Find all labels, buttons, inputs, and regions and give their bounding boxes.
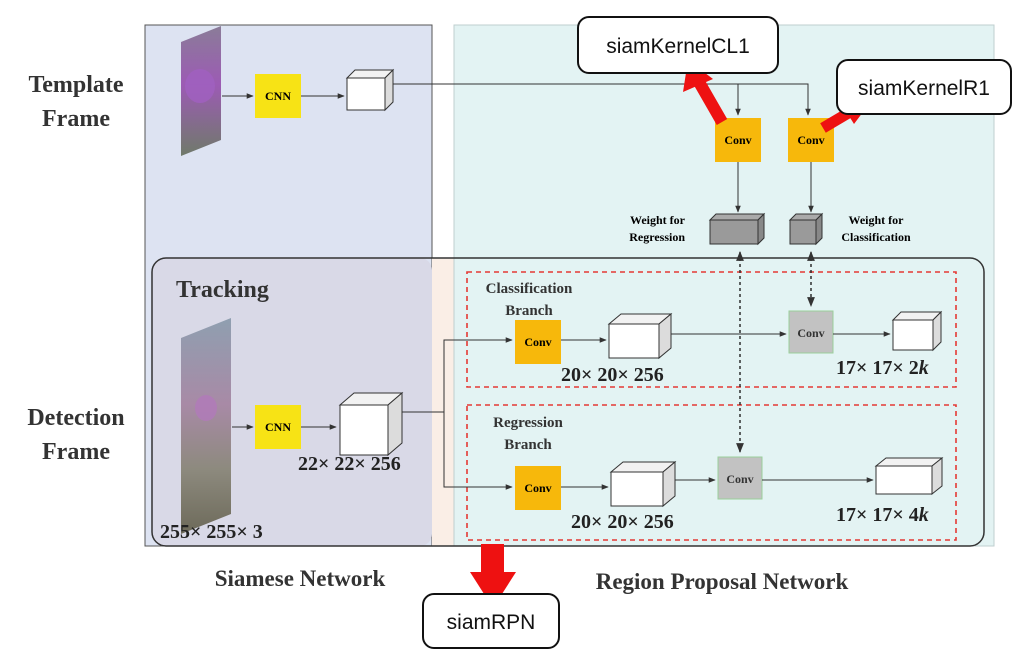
regression-branch-title-line1: Regression [493, 415, 563, 431]
conv-reg-gray-label: Conv [726, 472, 753, 486]
conv-cls-branch-box [515, 320, 561, 364]
weight-reg-block [708, 212, 766, 246]
conv-cls-branch-label: Conv [524, 335, 551, 349]
overlap-strip [432, 258, 454, 546]
cnn-top-box [255, 74, 301, 118]
callout-rpn-text: siamRPN [447, 611, 536, 634]
cnn-top-label: CNN [265, 89, 291, 103]
classification-branch-title-line1: Classification [486, 281, 573, 297]
tracking-box [151, 257, 985, 547]
conv-reg-kernel-box [715, 118, 761, 162]
template-frame-label-line1: Template [28, 72, 123, 98]
arrow-feature-to-reg-branch [443, 412, 513, 490]
detection-frame-label-line2: Frame [42, 439, 110, 465]
weight-reg-label-line2: Regression [629, 230, 685, 244]
weight-reg-label-line1: Weight for [630, 213, 686, 227]
callout-kernel-cl-box [577, 16, 779, 74]
dim-cls-out-label: 17× 17× 2k [836, 357, 929, 379]
siamese-network-title: Siamese Network [215, 566, 386, 591]
rpn-title: Region Proposal Network [596, 569, 849, 594]
reg-out-cube [874, 456, 944, 496]
template-frame-label-line2: Frame [42, 106, 110, 132]
cnn-bottom-label: CNN [265, 420, 291, 434]
classification-branch-box [466, 271, 957, 388]
cnn-bottom-box [255, 405, 301, 449]
dim-reg-mid-label: 20× 20× 256 [571, 511, 674, 533]
callout-kernel-r-text: siamKernelR1 [858, 77, 990, 100]
cls-out-cube [891, 310, 943, 352]
callout-kernel-cl-text: siamKernelCL1 [606, 35, 750, 58]
conv-cls-gray-box [788, 310, 834, 354]
dim-input-label: 255× 255× 3 [160, 521, 263, 543]
dim-feature-label: 22× 22× 256 [298, 453, 401, 475]
line-template-to-conv-cls [393, 83, 811, 116]
classification-branch-title-line2: Branch [505, 303, 553, 319]
callout-rpn-box [422, 593, 560, 649]
arrow-feature-to-cls-branch [402, 337, 513, 413]
conv-cls-kernel-label: Conv [797, 133, 824, 147]
regression-branch-box [466, 404, 957, 541]
weight-cls-block [788, 212, 824, 246]
callout-kernel-r-box [836, 59, 1012, 115]
conv-cls-gray-label: Conv [797, 326, 824, 340]
dim-cls-mid-label: 20× 20× 256 [561, 364, 664, 386]
template-feature-cube [345, 68, 395, 112]
conv-reg-branch-box [515, 466, 561, 510]
detection-frame-label-line1: Detection [27, 405, 124, 431]
detection-feature-cube [338, 391, 404, 457]
conv-reg-branch-label: Conv [524, 481, 551, 495]
tracking-label: Tracking [176, 277, 269, 303]
detection-frame-image [181, 318, 231, 534]
conv-reg-gray-box [717, 456, 763, 500]
reg-mid-cube [609, 460, 677, 508]
conv-reg-kernel-label: Conv [724, 133, 751, 147]
callout-arrow-rpn [470, 544, 516, 608]
regression-branch-title-line2: Branch [504, 437, 552, 453]
dim-reg-out-label: 17× 17× 4k [836, 504, 929, 526]
cls-mid-cube [607, 312, 673, 360]
weight-cls-label-line2: Classification [841, 230, 911, 244]
weight-cls-label-line1: Weight for [849, 213, 905, 227]
template-frame-image [181, 26, 221, 156]
